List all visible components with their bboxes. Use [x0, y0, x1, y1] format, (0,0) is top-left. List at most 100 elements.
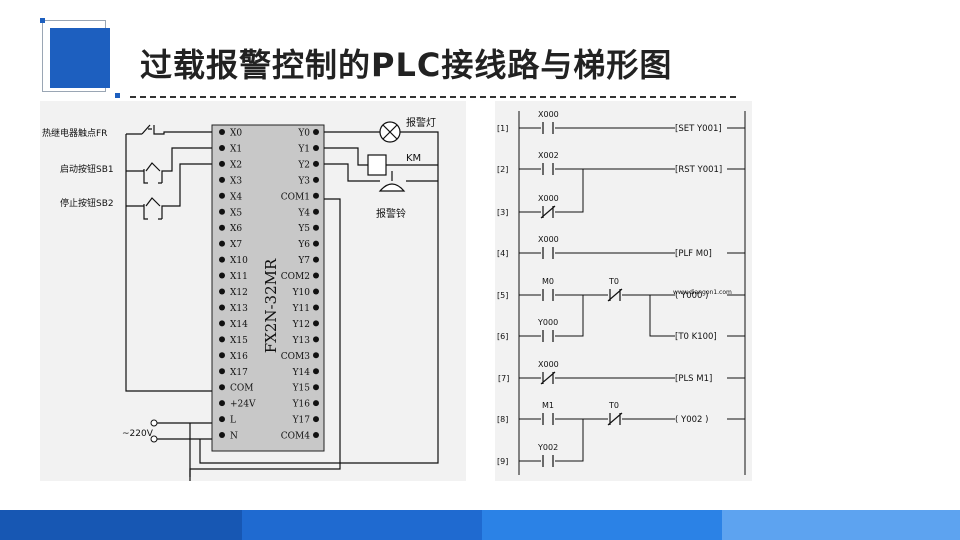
plc-left-terminal	[219, 368, 225, 375]
plc-right-terminal-label: Y15	[292, 384, 311, 394]
contact-m0-no	[542, 289, 554, 301]
plc-left-terminal	[219, 160, 225, 167]
plc-right-terminal	[313, 208, 319, 215]
rung-number: [3]	[497, 208, 508, 217]
contact-y000-no	[542, 330, 554, 342]
plc-left-terminal-label: X6	[230, 224, 242, 234]
plc-right-terminal-label: Y17	[292, 416, 311, 426]
plc-left-terminal-label: X5	[230, 208, 242, 218]
plc-left-terminal-label: X14	[230, 320, 248, 330]
contact-label: Y002	[537, 443, 558, 452]
supply-terminal-l	[150, 419, 158, 427]
contact-x000-nc	[540, 371, 556, 385]
alarm-bell-label: 报警铃	[376, 207, 406, 220]
plc-right-terminal	[313, 160, 319, 167]
plc-right-terminal	[313, 272, 319, 279]
plc-left-terminal-label: X2	[230, 160, 242, 170]
contact-label: T0	[608, 277, 619, 286]
plc-right-terminal-label: Y12	[292, 320, 310, 330]
plc-right-terminal-label: Y6	[297, 240, 310, 250]
plc-left-terminal	[219, 320, 225, 327]
left-terminal-group: X0X1X2X3X4X5X6X7X10X11X12X13X14X15X16X17…	[219, 129, 256, 442]
plc-right-terminal	[313, 352, 319, 359]
instruction-label: [PLF M0]	[675, 249, 712, 259]
plc-left-terminal-label: X0	[230, 129, 242, 139]
output-wiring	[324, 131, 439, 182]
plc-right-terminal-label: COM1	[281, 192, 310, 202]
footer-bar-segment	[0, 510, 242, 540]
plc-left-terminal-label: X10	[230, 256, 248, 266]
ladder-diagram-svg: [1] [2] [3] [4] [5] [6] [7] [8] [9] X000…	[497, 110, 746, 475]
plc-right-terminal	[313, 416, 319, 423]
ladder-rails	[518, 111, 746, 475]
km-coil-icon	[367, 154, 387, 176]
right-terminal-group: Y0Y1Y2Y3COM1Y4Y5Y6Y7COM2Y10Y11Y12Y13COM3…	[281, 129, 319, 442]
plc-left-terminal	[219, 176, 225, 183]
header-decoration-dot	[115, 93, 120, 98]
plc-right-terminal-label: Y14	[292, 368, 311, 378]
ladder-wires	[519, 127, 745, 462]
plc-left-terminal-label: COM	[230, 384, 253, 394]
contact-label: X000	[538, 194, 559, 203]
plc-right-terminal	[313, 176, 319, 183]
rung-number: [2]	[497, 165, 508, 174]
slide-title: 过载报警控制的PLC接线路与梯形图	[140, 46, 673, 84]
plc-right-terminal-label: Y7	[297, 256, 310, 266]
plc-left-terminal-label: L	[230, 416, 236, 426]
plc-right-terminal	[313, 368, 319, 375]
ladder-diagram-panel: [1] [2] [3] [4] [5] [6] [7] [8] [9] X000…	[495, 101, 752, 481]
plc-left-terminal	[219, 288, 225, 295]
plc-right-terminal	[313, 224, 319, 231]
rung-number: [4]	[497, 249, 508, 258]
plc-left-terminal-label: X17	[230, 368, 248, 378]
header-decoration-square	[50, 28, 110, 88]
plc-right-terminal	[313, 240, 319, 247]
plc-right-terminal-label: Y16	[292, 400, 311, 410]
plc-left-terminal	[219, 272, 225, 279]
plc-right-terminal	[313, 288, 319, 295]
wiring-diagram-svg: FX2N-32MR X0X1X2X3X4X5X6X7X10X11X12X13X1…	[42, 116, 439, 481]
plc-right-terminal-label: Y1	[297, 144, 310, 154]
plc-right-terminal-label: Y0	[297, 129, 310, 139]
plc-left-terminal-label: X3	[230, 176, 242, 186]
plc-right-terminal-label: Y13	[292, 336, 311, 346]
contact-label: X002	[538, 151, 559, 160]
plc-right-terminal	[313, 432, 319, 439]
plc-left-terminal-label: X11	[230, 272, 248, 282]
plc-left-terminal-label: +24V	[230, 400, 256, 410]
plc-left-terminal	[219, 336, 225, 343]
plc-left-terminal-label: X16	[230, 352, 248, 362]
plc-model-label: FX2N-32MR	[262, 258, 280, 353]
contact-label: M0	[542, 277, 554, 286]
plc-right-terminal-label: COM3	[281, 352, 310, 362]
contact-x002-no	[542, 163, 554, 175]
rung-number: [1]	[497, 124, 508, 133]
plc-left-terminal	[219, 144, 225, 151]
plc-left-terminal-label: N	[230, 432, 238, 442]
footer-bar-segment	[482, 510, 722, 540]
plc-right-terminal-label: Y10	[292, 288, 311, 298]
instruction-label: [T0 K100]	[675, 332, 717, 342]
input-wiring	[125, 124, 439, 481]
alarm-lamp-label: 报警灯	[406, 116, 436, 129]
contact-label: X000	[538, 235, 559, 244]
instruction-label: [RST Y001]	[675, 165, 722, 175]
plc-right-terminal-label: COM4	[281, 432, 310, 442]
supply-terminal-n	[150, 435, 158, 443]
contact-label: T0	[608, 401, 619, 410]
km-coil-label: KM	[406, 153, 421, 164]
plc-left-terminal	[219, 416, 225, 423]
plc-left-terminal	[219, 352, 225, 359]
input-label-fr: 热继电器触点FR	[42, 127, 107, 139]
header-decoration-dot	[40, 18, 45, 23]
contact-x000-no	[542, 247, 554, 259]
plc-right-terminal-label: Y3	[297, 176, 310, 186]
plc-right-terminal	[313, 129, 319, 135]
rung-number: [6]	[497, 332, 508, 341]
plc-left-terminal	[219, 224, 225, 231]
contact-y002-no	[542, 455, 554, 467]
footer-bar-segment	[242, 510, 482, 540]
instruction-label: [PLS M1]	[675, 374, 712, 384]
contact-label: X000	[538, 110, 559, 119]
